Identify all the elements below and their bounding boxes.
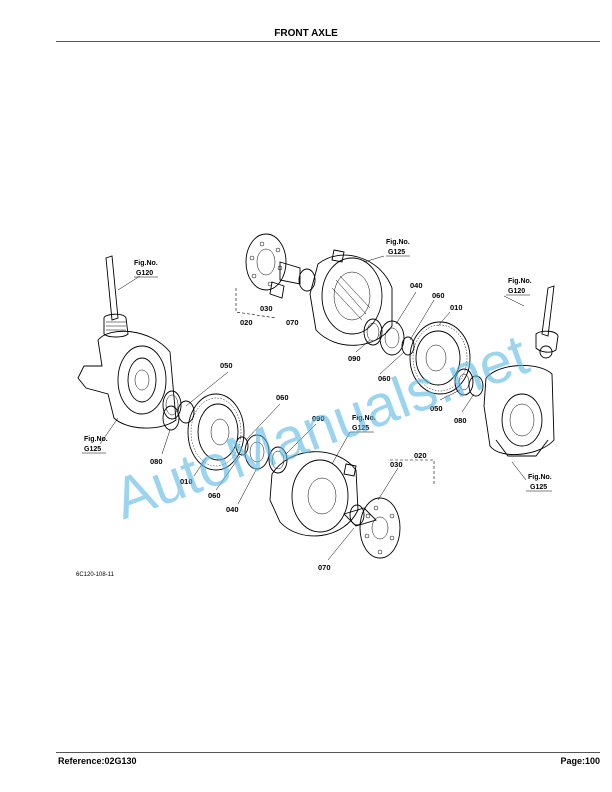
callout-030-lower: 030 — [390, 460, 403, 469]
callout-040-upper: 040 — [410, 281, 423, 290]
lower-left-bearing-part — [162, 400, 195, 431]
callout-070-upper: 070 — [286, 318, 299, 327]
callout-020-upper: 020 — [240, 318, 253, 327]
svg-text:G125: G125 — [352, 425, 369, 432]
leader-lines — [99, 255, 527, 561]
fig-ref-left-g120: Fig.No. G120 — [134, 260, 158, 278]
lower-bearings-part — [235, 434, 288, 474]
callout-060-lower-b: 060 — [208, 491, 221, 500]
footer-reference: Reference:02G130 — [58, 756, 137, 766]
callout-060-lower-a: 060 — [276, 393, 289, 402]
lower-bevel-gear-part — [187, 393, 245, 471]
svg-text:Fig.No.: Fig.No. — [84, 436, 108, 443]
fig-ref-upper-g125: Fig.No. G125 — [386, 239, 410, 257]
fig-ref-right-g125: Fig.No. G125 — [526, 474, 552, 492]
fig-ref-lower-g125: Fig.No. G125 — [350, 415, 376, 433]
callout-010-lower: 010 — [180, 477, 193, 486]
right-knuckle-part — [483, 285, 559, 457]
svg-text:G125: G125 — [84, 446, 101, 453]
callout-080-lower: 080 — [150, 457, 163, 466]
callout-030-upper: 030 — [260, 304, 273, 313]
callout-090-upper: 090 — [348, 354, 361, 363]
svg-text:Fig.No.: Fig.No. — [528, 474, 552, 481]
header-divider — [56, 41, 600, 42]
upper-housing-cover-part — [309, 249, 393, 346]
upper-flange-part — [235, 233, 316, 319]
page-title: FRONT AXLE — [274, 28, 338, 39]
svg-text:G120: G120 — [136, 270, 153, 277]
callout-060-upper-a: 060 — [432, 291, 445, 300]
callout-070-lower: 070 — [318, 563, 331, 572]
callout-020-lower: 020 — [414, 451, 427, 460]
svg-text:G125: G125 — [530, 484, 547, 491]
upper-bevel-gear-part — [409, 321, 471, 395]
callout-050-lower: 050 — [220, 361, 233, 370]
footer-page-number: Page:100 — [560, 756, 600, 766]
callout-010-upper: 010 — [450, 303, 463, 312]
drawing-code: 6C120-108-11 — [76, 572, 115, 578]
fig-ref-right-g120: Fig.No. G120 — [506, 278, 532, 296]
callout-050-upper: 050 — [430, 404, 443, 413]
callout-060-upper-b: 060 — [378, 374, 391, 383]
upper-bearings-part — [363, 318, 415, 356]
fig-ref-left-g125: Fig.No. G125 — [82, 436, 108, 454]
callout-040-lower: 040 — [226, 505, 239, 514]
svg-text:Fig.No.: Fig.No. — [386, 239, 410, 246]
svg-text:G125: G125 — [388, 249, 405, 256]
footer-divider — [56, 752, 600, 753]
callout-090-lower: 090 — [312, 414, 325, 423]
callout-080-upper: 080 — [454, 416, 467, 425]
right-bearings-part — [454, 368, 484, 397]
svg-text:Fig.No.: Fig.No. — [352, 415, 376, 422]
svg-text:Fig.No.: Fig.No. — [508, 278, 532, 285]
svg-text:Fig.No.: Fig.No. — [134, 260, 158, 267]
lower-flange-part — [343, 459, 435, 559]
svg-text:G120: G120 — [508, 288, 525, 295]
left-knuckle-part — [77, 255, 182, 429]
